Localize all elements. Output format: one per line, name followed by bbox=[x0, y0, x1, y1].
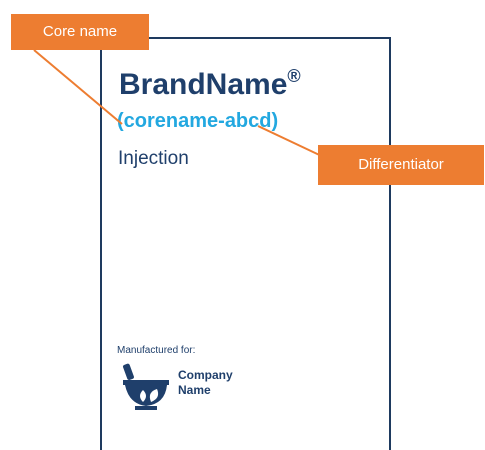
manufactured-for-label: Manufactured for: bbox=[117, 345, 196, 356]
brand-name-text: BrandName bbox=[119, 68, 288, 101]
differentiator-callout: Differentiator bbox=[318, 145, 484, 185]
company-name-line1: Company bbox=[178, 368, 233, 382]
registered-mark: ® bbox=[287, 66, 301, 86]
company-name: Company Name bbox=[178, 368, 233, 398]
core-name-text: (corename-abcd) bbox=[117, 110, 279, 132]
mortar-pestle-leaf-icon bbox=[123, 363, 169, 410]
core-name-callout: Core name bbox=[11, 14, 149, 50]
core-name-connector bbox=[33, 49, 123, 125]
brand-name: BrandName® bbox=[119, 66, 301, 102]
dosage-form: Injection bbox=[118, 148, 189, 169]
company-name-line2: Name bbox=[178, 383, 211, 397]
